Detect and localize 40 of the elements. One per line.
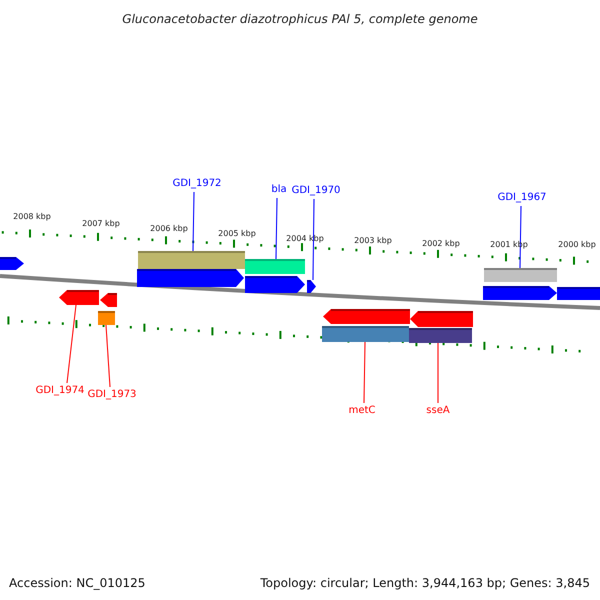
tick-label: 2006 kbp xyxy=(150,223,188,235)
gene-feature xyxy=(138,251,245,269)
gene-feature xyxy=(0,257,24,270)
title: Gluconacetobacter diazotrophicus PAl 5, complete genome xyxy=(121,11,479,28)
leader-line xyxy=(364,342,366,404)
gene-label: bla xyxy=(271,183,287,197)
leader-line xyxy=(192,192,194,252)
gene-feature xyxy=(484,268,557,282)
gene-label: GDI_1974 xyxy=(36,384,84,398)
gene-label: sseA xyxy=(426,404,450,418)
leader-line xyxy=(520,206,522,268)
leader-line xyxy=(276,198,278,260)
leader-line xyxy=(312,198,314,280)
footer-text: Topology: circular; Length: 3,944,163 bp; Genes: 3,845 xyxy=(260,575,590,592)
gene-feature xyxy=(483,286,557,300)
gene-feature xyxy=(322,326,409,342)
gene-feature xyxy=(307,280,316,293)
gene-label: GDI_1967 xyxy=(498,191,546,205)
gene-feature xyxy=(98,311,115,325)
gene-feature xyxy=(323,309,410,324)
footer-text: Accession: NC_010125 xyxy=(9,575,146,592)
leader-line xyxy=(106,324,110,388)
gene-feature xyxy=(410,311,473,327)
gene-label: metC xyxy=(348,404,376,418)
tick-label: 2007 kbp xyxy=(82,218,120,230)
gene-feature xyxy=(137,269,244,287)
gene-feature xyxy=(557,287,600,300)
gene-label: GDI_1970 xyxy=(292,184,340,198)
gene-feature xyxy=(245,259,305,274)
gene-feature xyxy=(100,293,117,307)
gene-feature xyxy=(409,328,472,343)
tick-label: 2002 kbp xyxy=(422,238,460,250)
gene-label: GDI_1973 xyxy=(88,388,136,402)
gene-feature xyxy=(245,276,305,293)
tick-label: 2000 kbp xyxy=(558,239,596,251)
tick-label: 2003 kbp xyxy=(354,235,392,247)
gene-label: GDI_1972 xyxy=(172,177,222,191)
tick-label: 2005 kbp xyxy=(218,228,256,240)
tick-label: 2008 kbp xyxy=(13,211,51,223)
leader-line xyxy=(66,304,76,384)
